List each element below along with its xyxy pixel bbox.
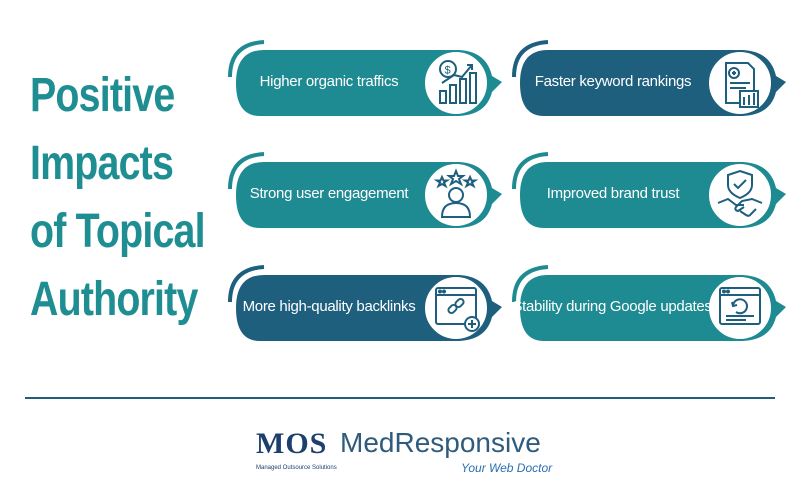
benefit-card-backlinks: More high-quality backlinks: [224, 265, 502, 341]
title-line-3: of Topical: [30, 205, 206, 258]
benefit-card-organic-traffic: Higher organic traffics $: [224, 40, 502, 116]
card-label: Strong user engagement: [249, 184, 409, 202]
document-ranking-icon: [710, 53, 770, 113]
benefit-card-keyword-rankings: Faster keyword rankings: [508, 40, 786, 116]
card-label: More high-quality backlinks: [242, 297, 416, 315]
benefit-card-brand-trust: Improved brand trust: [508, 152, 786, 228]
handshake-shield-icon: [710, 165, 770, 225]
benefit-card-google-updates: Stability during Google updates: [508, 265, 786, 341]
card-shape: [512, 152, 786, 228]
title-line-2: Impacts: [30, 137, 174, 190]
brand-name: MedResponsive: [340, 427, 541, 458]
brand-tagline: Your Web Doctor: [461, 461, 553, 475]
card-label: Higher organic traffics: [259, 72, 399, 90]
benefit-card-user-engagement: Strong user engagement: [224, 152, 502, 228]
mos-logo-subtitle: Managed Outsource Solutions: [256, 465, 337, 471]
browser-update-icon: [710, 278, 770, 338]
divider: [25, 397, 775, 399]
svg-text:$: $: [445, 65, 451, 77]
card-label: Improved brand trust: [546, 184, 680, 202]
browser-link-icon: [426, 278, 486, 338]
card-label: Faster keyword rankings: [534, 72, 692, 90]
page-title: Positive Impacts of Topical Authority: [30, 62, 206, 334]
footer-logo: MOS Managed Outsource Solutions MedRespo…: [256, 425, 556, 485]
growth-chart-icon: $: [426, 53, 486, 113]
title-line-4: Authority: [30, 273, 198, 326]
card-shape: [228, 152, 502, 228]
user-stars-icon: [426, 165, 486, 225]
card-label: Stability during Google updates: [512, 297, 712, 315]
title-line-1: Positive: [30, 69, 175, 122]
mos-logo: MOS: [256, 427, 328, 460]
